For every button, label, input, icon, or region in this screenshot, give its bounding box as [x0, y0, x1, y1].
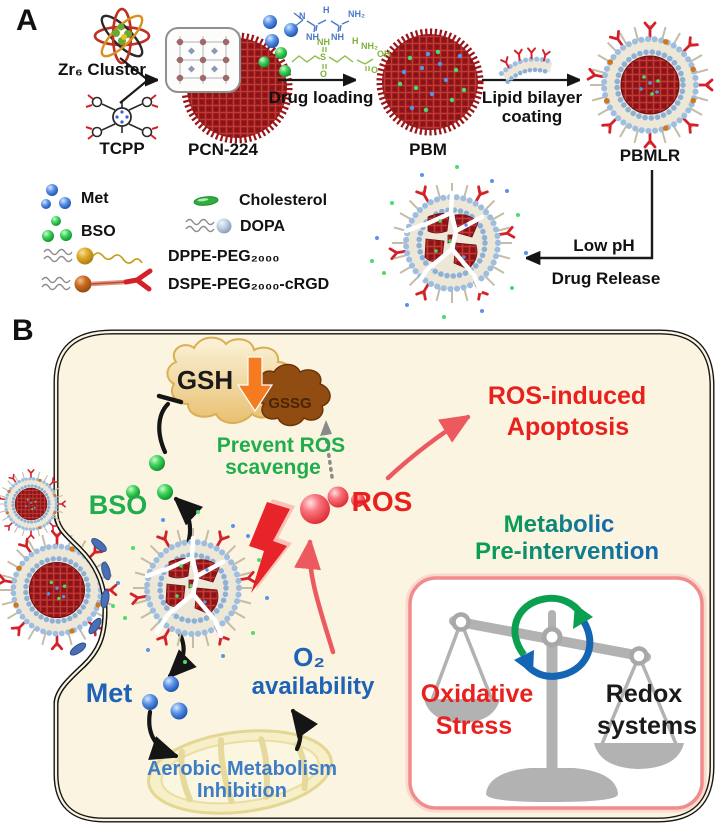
bso-structure [291, 47, 374, 71]
metformin-atom: H [323, 5, 330, 15]
aerobic-label-2: Inhibition [197, 780, 287, 802]
zr6-cluster-icon [93, 7, 151, 65]
gssg-label: GSSG [268, 395, 312, 412]
legend-dopa: DOPA [240, 218, 286, 235]
metformin-atom: NH₂ [348, 9, 365, 19]
bso-atom: H [352, 36, 359, 46]
drug-release-label: Drug Release [551, 269, 661, 288]
availability-label: availability [251, 673, 375, 700]
gssg-blob [255, 363, 331, 427]
bso-atom: OH [377, 49, 391, 59]
metformin-atom: NH [331, 32, 344, 42]
met-spheres-cell [142, 676, 188, 720]
metformin-atom: NH [306, 32, 319, 42]
redox-label-1: Redox [605, 680, 683, 708]
legend-met: Met [81, 190, 109, 207]
balance-scale [424, 594, 684, 802]
tcpp-icon [85, 94, 159, 140]
aerobic-label-1: Aerobic Metabolism [146, 758, 338, 780]
lipid-coating-label-1: Lipid bilayer [481, 88, 583, 107]
drug-loading-label: Drug loading [268, 88, 374, 107]
zr6-cluster-label: Zr₆ Cluster [57, 60, 147, 79]
prevent-ros-label-1: Prevent ROS [216, 434, 346, 457]
broken-nanoparticle-release [370, 165, 528, 319]
bso-atom: O [320, 69, 328, 79]
pbm-particle [376, 28, 484, 136]
membrane-bulge [53, 511, 108, 705]
framework-inset [165, 27, 241, 93]
bso-drug-spheres [258, 47, 291, 77]
legend-bso: BSO [81, 223, 116, 240]
legend-dppe: DPPE-PEG₂₀₀₀ [168, 248, 280, 265]
ros-arrows [310, 417, 468, 655]
gsh-label: GSH [176, 365, 234, 395]
lipid-coating-label-2: coating [501, 107, 563, 126]
panel-b-label: B [12, 314, 34, 347]
metformin-atom: N [299, 11, 306, 21]
pcn224-label: PCN-224 [188, 140, 258, 159]
prevent-ros-label-2: scavenge [225, 456, 321, 479]
bso-spheres-cell [126, 455, 173, 500]
oxidative-label-2: Stress [435, 712, 513, 740]
apoptosis-label-1: ROS-induced [487, 382, 647, 410]
bso-atom: NH₂ [361, 41, 378, 51]
lightning-bolt-icon [249, 499, 295, 593]
tcpp-label: TCPP [99, 139, 145, 158]
met-drug-spheres [263, 15, 298, 48]
panel-a-label: A [16, 4, 38, 37]
legend-dspe: DSPE-PEG₂₀₀₀-cRGD [168, 276, 330, 293]
gsh-decrease-arrow [236, 356, 274, 413]
low-ph-label: Low pH [573, 236, 635, 255]
ros-label: ROS [351, 486, 413, 517]
bso-atom: NH [317, 37, 330, 47]
pbmlr-particle [588, 23, 712, 147]
o2-label: O₂ [293, 642, 325, 672]
met-label: Met [85, 678, 133, 708]
apoptosis-label-2: Apoptosis [506, 413, 630, 441]
bso-atom: O [371, 65, 379, 75]
green-cycle-arrow [511, 594, 593, 658]
scavenge-dashed-arrow [320, 420, 334, 479]
metabolic-label-2: Pre-intervention [474, 538, 660, 565]
bso-atom: S [320, 52, 327, 62]
blue-cycle-arrow [514, 620, 594, 680]
ros-spheres [300, 486, 365, 524]
legend-cholesterol: Cholesterol [239, 192, 328, 209]
pbmlr-label: PBMLR [619, 146, 681, 165]
redox-label-2: systems [596, 712, 698, 740]
synthesis-arrow [119, 57, 158, 104]
lipid-patch-icon [498, 47, 555, 85]
legend-icons [41, 184, 232, 293]
membrane-receptors [69, 538, 111, 656]
pbm-label: PBM [409, 140, 447, 159]
bso-label: BSO [88, 490, 148, 520]
oxidative-label-1: Oxidative [420, 680, 534, 708]
metabolic-label-1: Metabolic [503, 511, 615, 538]
mitochondria [147, 729, 333, 815]
drug-release-arrow [526, 170, 654, 258]
metformin-structure [293, 12, 350, 33]
